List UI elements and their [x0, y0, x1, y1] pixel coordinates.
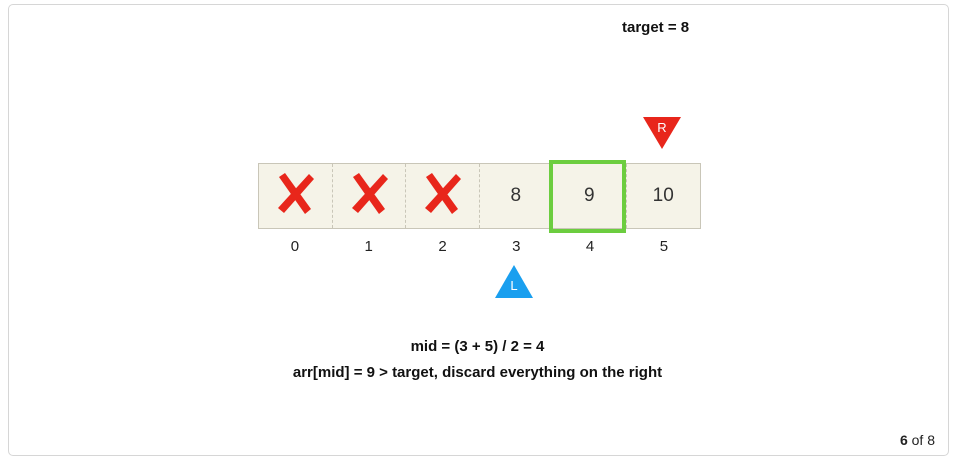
up-triangle-icon [495, 265, 533, 298]
array-cell-value: 9 [583, 185, 595, 206]
target-label: target = 8 [622, 19, 690, 36]
array-cell-value: 8 [510, 185, 522, 206]
down-triangle-icon [643, 117, 681, 149]
page-indicator: 6 of 8 [900, 432, 935, 448]
x-cross-icon [349, 171, 389, 221]
array-index: 1 [364, 238, 373, 255]
array-index: 3 [512, 238, 521, 255]
left-pointer-marker: L [495, 265, 533, 298]
left-pointer-label: L [510, 278, 518, 293]
array-indices: 0 1 2 3 4 5 [258, 238, 701, 255]
right-pointer-label: R [657, 120, 667, 135]
page-total: 8 [927, 432, 935, 448]
array-cell-4: 9 [553, 164, 627, 228]
slide-frame [8, 4, 949, 456]
array-cell-value: 10 [652, 185, 674, 206]
array-cell-0 [259, 164, 333, 228]
array-index: 2 [438, 238, 447, 255]
array-row: 8 9 10 [258, 163, 701, 229]
comparison-note: arr[mid] = 9 > target, discard everythin… [292, 364, 663, 381]
mid-calculation: mid = (3 + 5) / 2 = 4 [410, 338, 545, 355]
x-cross-icon [275, 171, 315, 221]
right-pointer-marker: R [643, 117, 681, 149]
array-cell-1 [333, 164, 406, 228]
array-index: 4 [585, 238, 595, 255]
page-current: 6 [899, 432, 908, 448]
array-cell-2 [406, 164, 480, 228]
x-cross-icon [422, 171, 462, 221]
array-index: 5 [659, 238, 669, 255]
array-index: 0 [290, 238, 300, 255]
array-cell-5: 10 [627, 164, 701, 228]
array-cell-3: 8 [480, 164, 553, 228]
page-separator: of [911, 432, 924, 448]
mid-highlight-box [549, 160, 626, 233]
